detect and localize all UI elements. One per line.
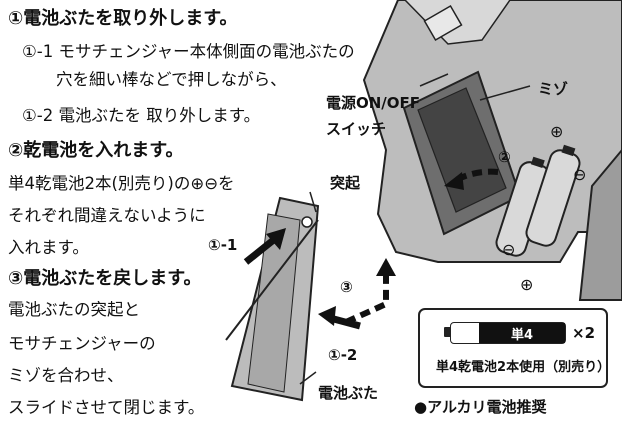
step-3-line3: ミゾを合わせ、 — [8, 366, 124, 385]
svg-text:⊕: ⊕ — [520, 275, 533, 294]
power-switch-label-1: 電源ON/OFF — [326, 94, 421, 112]
svg-text:⊕: ⊕ — [550, 122, 563, 141]
step-3-title: ③電池ぶたを戻します。 — [8, 268, 202, 289]
alkaline-recommend: ●アルカリ電池推奨 — [414, 398, 547, 416]
battery-info-box: 単4 ×2 単4乾電池2本使用（別売り） — [418, 308, 611, 388]
step-3-line4: スライドさせて閉じます。 — [8, 398, 205, 417]
bump-label: 突起 — [330, 174, 361, 192]
battery-count: ×2 — [572, 324, 596, 342]
arrow-1-1 — [243, 235, 279, 265]
battery-lid — [230, 196, 320, 402]
step-2-line2: それぞれ間違えないように — [8, 206, 206, 225]
step-1-1-marker: ①-1 — [208, 236, 238, 254]
arrow-1-2 — [329, 314, 361, 330]
battery-type: 単4 — [479, 323, 565, 343]
step-3-marker: ③ — [340, 278, 353, 296]
arrow-3 — [344, 270, 389, 325]
step-1-1-line2: 穴を細い棒などで押しながら、 — [56, 70, 287, 89]
step-1-2-marker: ①-2 — [328, 346, 358, 364]
step-2-line1: 単4乾電池2本(別売り)の⊕⊖を — [8, 174, 235, 193]
step-2-line3: 入れます。 — [8, 238, 89, 257]
step-3-line2: モサチェンジャーの — [8, 334, 156, 353]
groove-label: ミゾ — [538, 80, 569, 98]
step-1-2-text: ①-2 電池ぶたを 取り外します。 — [22, 106, 261, 125]
lid-label: 電池ぶた — [318, 384, 379, 402]
power-switch — [423, 4, 463, 42]
battery-right — [525, 144, 581, 247]
battery-left — [495, 156, 550, 257]
step-2-marker: ② — [498, 148, 511, 166]
battery-usage: 単4乾電池2本使用（別売り） — [436, 360, 611, 375]
power-switch-label-2: スイッチ — [326, 120, 387, 138]
battery-terminal-icon — [444, 327, 451, 337]
step-1-title: ①電池ぶたを取り外します。 — [8, 8, 238, 29]
step-1-1-line1: ①-1 モサチェンジャー本体側面の電池ぶたの — [22, 42, 355, 61]
step-3-line1: 電池ぶたの突起と — [8, 300, 140, 319]
battery-icon: 単4 — [450, 322, 566, 344]
svg-text:⊖: ⊖ — [573, 165, 586, 184]
step-2-title: ②乾電池を入れます。 — [8, 140, 184, 161]
svg-text:⊖: ⊖ — [502, 240, 515, 259]
